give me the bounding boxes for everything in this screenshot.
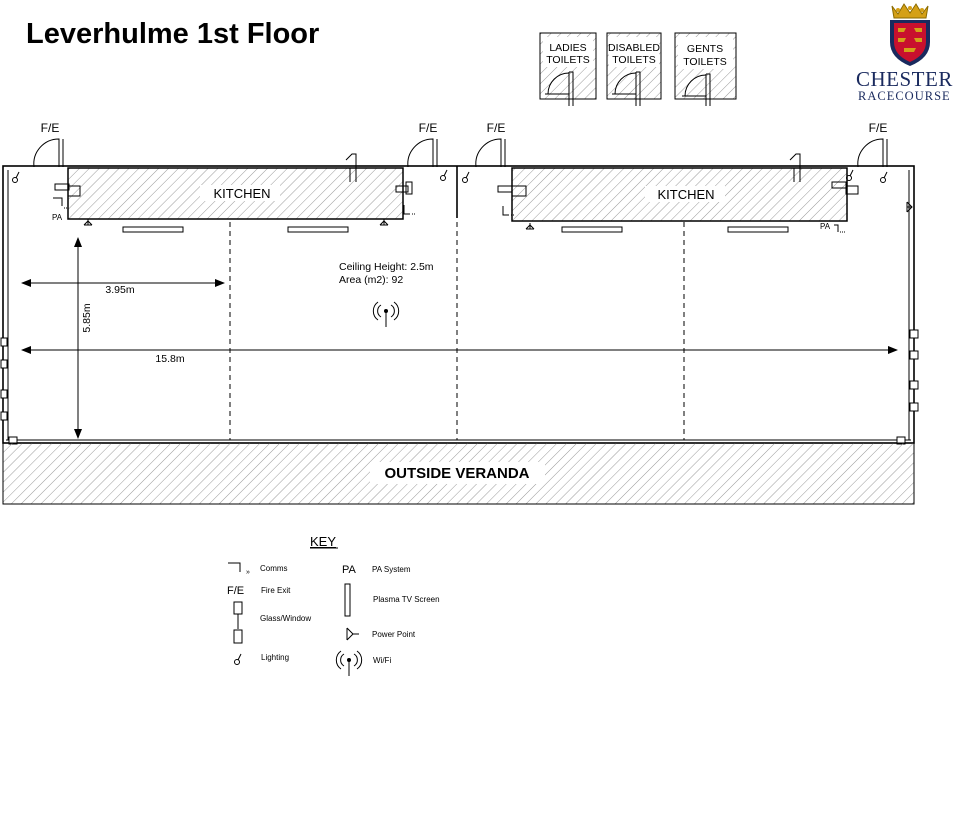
key-lighting: Lighting [261, 653, 289, 662]
kitchen-right-label: KITCHEN [657, 187, 714, 202]
power-key-icon [346, 627, 359, 641]
toilet-disabled-line1: DISABLED [608, 42, 660, 54]
comms-points [53, 181, 859, 233]
key-pa-symbol: PA [342, 564, 357, 576]
key-title: KEY [310, 534, 336, 549]
dimension-15-8m: 15.8m [155, 353, 184, 365]
glass-window-key-icon [233, 601, 243, 644]
key-comms-mark: » [246, 569, 250, 576]
key-fe-symbol: F/E [227, 585, 244, 597]
fire-exit-label-2: F/E [419, 121, 438, 135]
comms-key-icon [228, 562, 241, 572]
ceiling-height: Ceiling Height: 2.5m [339, 261, 434, 273]
toilet-gents-line2: TOILETS [683, 56, 727, 68]
key-plasma: Plasma TV Screen [373, 595, 440, 604]
fire-exits [33, 138, 888, 182]
wifi-key-icon [335, 650, 363, 676]
wifi-icon [372, 301, 400, 327]
dimension-3-95m: 3.95m [105, 284, 134, 296]
fire-exit-label-1: F/E [41, 121, 60, 135]
fire-exit-label-4: F/E [869, 121, 888, 135]
logo-line1: CHESTER [856, 67, 953, 91]
dimension-5-85m: 5.85m [81, 303, 93, 332]
toilet-ladies: LADIES TOILETS [539, 32, 597, 106]
key-wifi: Wi/Fi [373, 656, 391, 665]
logo-line2: RACECOURSE [858, 89, 951, 103]
legend-key: KEY » Comms F/E Fire Exit Glass/Window L… [227, 534, 440, 676]
key-comms: Comms [260, 564, 288, 573]
plasma-screens [122, 226, 789, 233]
key-glass: Glass/Window [260, 614, 311, 623]
toilet-disabled-line2: TOILETS [612, 54, 656, 66]
dimension-lines [21, 237, 898, 439]
crest-icon [890, 3, 930, 66]
kitchen-left-label: KITCHEN [213, 186, 270, 201]
kitchen-left: KITCHEN [67, 167, 404, 220]
page-title: Leverhulme 1st Floor [26, 18, 320, 50]
toilet-disabled: DISABLED TOILETS [606, 32, 662, 106]
windows [0, 329, 919, 445]
fire-exit-label-3: F/E [487, 121, 506, 135]
pa-label-right: PA [820, 222, 831, 231]
toilet-gents: GENTS TOILETS [674, 32, 737, 106]
plasma-key-icon [344, 583, 351, 617]
veranda-label: OUTSIDE VERANDA [384, 465, 529, 482]
key-power: Power Point [372, 630, 416, 639]
key-fire-exit: Fire Exit [261, 586, 291, 595]
key-pa: PA System [372, 565, 411, 574]
lighting-symbols [12, 169, 888, 183]
toilet-ladies-line2: TOILETS [546, 54, 590, 66]
toilet-gents-line1: GENTS [687, 43, 723, 55]
area: Area (m2): 92 [339, 274, 403, 286]
kitchen-right: KITCHEN [511, 167, 848, 222]
power-points [83, 201, 913, 230]
toilet-ladies-line1: LADIES [549, 42, 586, 54]
lighting-key-icon [234, 653, 242, 665]
pa-label-left: PA [52, 213, 63, 222]
outside-veranda: OUTSIDE VERANDA [2, 442, 915, 505]
